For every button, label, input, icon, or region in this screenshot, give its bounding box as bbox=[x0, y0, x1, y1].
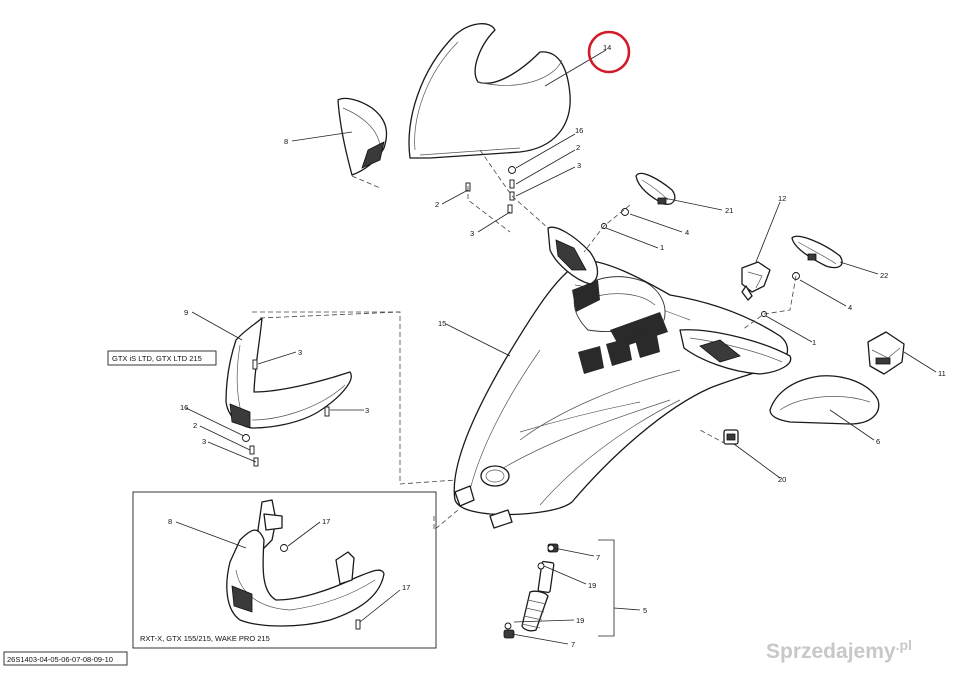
callout-19-a[interactable]: 19 bbox=[588, 581, 596, 590]
part-21-mirror[interactable] bbox=[635, 172, 676, 205]
callout-4-mid[interactable]: 4 bbox=[848, 303, 852, 312]
callout-3-mid-c[interactable]: 3 bbox=[202, 437, 206, 446]
callout-15[interactable]: 15 bbox=[438, 319, 446, 328]
watermark-text: Sprzedajemy.pl bbox=[766, 637, 912, 663]
part-20-clip[interactable] bbox=[723, 429, 739, 445]
callout-14[interactable]: 14 bbox=[603, 43, 611, 52]
part-6-right-panel[interactable] bbox=[769, 375, 880, 425]
callout-labels: 14 8 16 2 3 2 3 21 4 1 12 22 4 1 11 6 20… bbox=[168, 43, 946, 649]
part-11-latch[interactable] bbox=[867, 331, 905, 375]
callout-1-top[interactable]: 1 bbox=[660, 243, 664, 252]
callout-9[interactable]: 9 bbox=[184, 308, 188, 317]
part-5-gas-spring[interactable] bbox=[503, 543, 559, 639]
diagram-code-box bbox=[3, 651, 128, 666]
gtx-ltd-label-box bbox=[107, 350, 217, 366]
gtx-ltd-label: GTX iS LTD, GTX LTD 215 bbox=[112, 354, 202, 363]
callout-2-top-left[interactable]: 2 bbox=[435, 200, 439, 209]
callout-7-a[interactable]: 7 bbox=[596, 553, 600, 562]
callout-3-top-right[interactable]: 3 bbox=[577, 161, 581, 170]
callout-5[interactable]: 5 bbox=[643, 606, 647, 615]
callout-21[interactable]: 21 bbox=[725, 206, 733, 215]
callout-4-top[interactable]: 4 bbox=[685, 228, 689, 237]
callout-22[interactable]: 22 bbox=[880, 271, 888, 280]
callout-12[interactable]: 12 bbox=[778, 194, 786, 203]
callout-19-b[interactable]: 19 bbox=[576, 616, 584, 625]
part-9-front-trim[interactable] bbox=[225, 317, 352, 429]
watermark: Sprzedajemy.pl bbox=[766, 637, 912, 663]
rxt-variant-frame bbox=[132, 491, 437, 649]
callout-8-top[interactable]: 8 bbox=[284, 137, 288, 146]
callout-8-box[interactable]: 8 bbox=[168, 517, 172, 526]
callout-2-top-right[interactable]: 2 bbox=[576, 143, 580, 152]
callout-20[interactable]: 20 bbox=[778, 475, 786, 484]
leader-lines bbox=[175, 49, 937, 645]
hardware bbox=[242, 166, 800, 630]
callout-17-b[interactable]: 17 bbox=[402, 583, 410, 592]
callout-16-mid[interactable]: 16 bbox=[180, 403, 188, 412]
callout-6[interactable]: 6 bbox=[876, 437, 880, 446]
callout-3-mid-b[interactable]: 3 bbox=[365, 406, 369, 415]
diagram-code: 26S1403-04-05-06-07-08-09-10 bbox=[7, 655, 113, 664]
part-8-box-bracket[interactable] bbox=[226, 499, 385, 627]
callout-11[interactable]: 11 bbox=[938, 369, 946, 378]
callout-2-mid[interactable]: 2 bbox=[193, 421, 197, 430]
callout-7-b[interactable]: 7 bbox=[571, 640, 575, 649]
rxt-label: RXT-X, GTX 155/215, WAKE PRO 215 bbox=[140, 634, 270, 643]
callout-1-mid[interactable]: 1 bbox=[812, 338, 816, 347]
part-14-visor[interactable] bbox=[408, 23, 571, 159]
highlight-circle-14 bbox=[587, 30, 631, 74]
alignment-lines bbox=[252, 149, 797, 531]
callout-3-top-left[interactable]: 3 bbox=[470, 229, 474, 238]
callout-17-a[interactable]: 17 bbox=[322, 517, 330, 526]
part-22-mirror[interactable] bbox=[791, 235, 843, 269]
part-15-front-cover[interactable] bbox=[453, 226, 792, 529]
part-12-bracket[interactable] bbox=[741, 261, 771, 301]
part-8-side-panel[interactable] bbox=[337, 97, 388, 176]
callout-16-top[interactable]: 16 bbox=[575, 126, 583, 135]
watermark-suffix: .pl bbox=[896, 637, 912, 653]
callout-3-mid-a[interactable]: 3 bbox=[298, 348, 302, 357]
